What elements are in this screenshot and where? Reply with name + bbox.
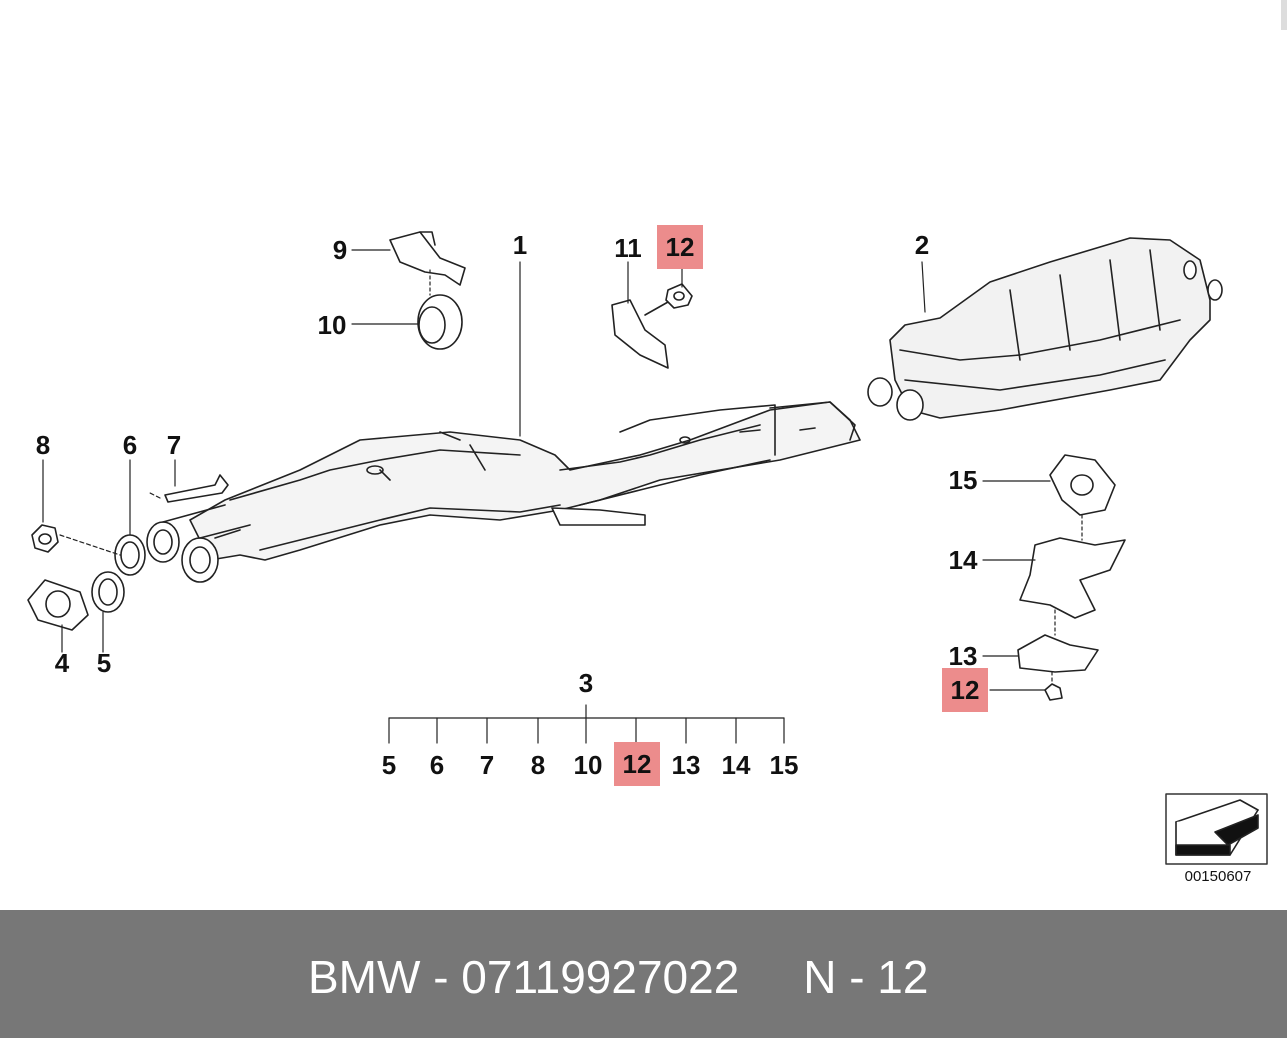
nut-12-top (665, 283, 693, 309)
kit-label-14[interactable]: 14 (721, 750, 751, 780)
exhaust-diagram (27, 231, 1268, 865)
front-exhaust-pipe (146, 401, 861, 583)
kit-label-10[interactable]: 10 (573, 750, 603, 780)
footer-text: BMW - 07119927022 N - 12 (308, 951, 929, 1003)
part-label-8[interactable]: 8 (35, 430, 51, 460)
part-label-13[interactable]: 13 (948, 641, 978, 671)
part-label-12-bottom[interactable]: 12 (942, 668, 988, 712)
part-label-7[interactable]: 7 (166, 430, 182, 460)
kit-label-5[interactable]: 5 (381, 750, 397, 780)
part-label-5[interactable]: 5 (96, 648, 112, 678)
clamp-9 (389, 231, 466, 286)
part-label-14[interactable]: 14 (948, 545, 978, 575)
diagram-reference-code: 00150607 (1184, 868, 1252, 885)
bolt-7 (164, 474, 229, 503)
kit-label-15[interactable]: 15 (769, 750, 799, 780)
footer-bar (0, 910, 1287, 1038)
nut-8 (31, 524, 59, 553)
mount-15 (1049, 454, 1116, 516)
part-label-3[interactable]: 3 (578, 668, 594, 698)
part-label-1[interactable]: 1 (512, 230, 528, 260)
rear-muffler (867, 237, 1223, 421)
kit-label-12[interactable]: 12 (614, 742, 660, 786)
kit-tree (388, 704, 785, 744)
kit-label-6[interactable]: 6 (429, 750, 445, 780)
flange-4 (27, 579, 89, 631)
part-label-9[interactable]: 9 (332, 235, 348, 265)
leader-lines (42, 249, 1083, 691)
rubber-ring-10 (417, 294, 463, 350)
footer-part-number: BMW - 07119927022 N - 12 (0, 950, 1287, 1004)
nut-12-bottom (1044, 683, 1063, 701)
part-label-10[interactable]: 10 (317, 310, 347, 340)
kit-label-7[interactable]: 7 (479, 750, 495, 780)
part-label-15[interactable]: 15 (948, 465, 978, 495)
part-label-4[interactable]: 4 (54, 648, 70, 678)
kit-label-8[interactable]: 8 (530, 750, 546, 780)
part-label-11[interactable]: 11 (614, 233, 642, 263)
orientation-icon (1165, 793, 1268, 865)
part-label-2[interactable]: 2 (914, 230, 930, 260)
part-label-6[interactable]: 6 (122, 430, 138, 460)
ring-5 (91, 571, 125, 613)
bracket-14 (1019, 537, 1126, 619)
bracket-11 (611, 299, 669, 369)
kit-label-13[interactable]: 13 (671, 750, 701, 780)
bracket-13 (1017, 634, 1099, 673)
part-label-12-top[interactable]: 12 (657, 225, 703, 269)
scrollbar-stub (1281, 0, 1287, 30)
